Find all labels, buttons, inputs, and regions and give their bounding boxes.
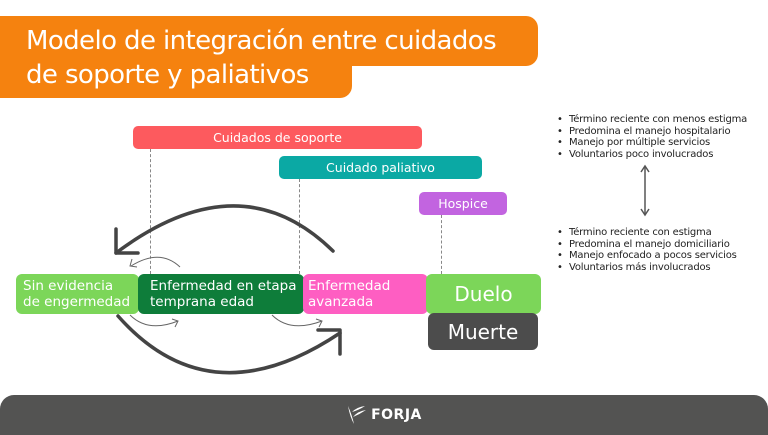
leaf-logo-icon [348,406,367,424]
page-title: Modelo de integración entre cuidados de … [26,24,497,92]
stage-label-line1: Sin evidencia [23,278,114,294]
bar-cuidado-paliativo: Cuidado paliativo [279,156,482,179]
title-line-2: de soporte y paliativos [26,60,309,90]
brand-name: FORJA [371,407,422,423]
stage-label-line1: Enfermedad [308,278,391,294]
stage-label-line2: temprana edad [150,294,254,310]
stage-muerte: Muerte [428,313,538,350]
note-item: Predomina el manejo domiciliario [557,239,737,251]
title-banner [0,16,538,66]
stage-duelo: Duelo [426,274,541,314]
note-item: Predomina el manejo hospitalario [557,126,747,138]
title-banner-tab [0,60,352,98]
notes-bottom-list: Término reciente con estigma Predomina e… [557,227,737,273]
guide-line-hospice [441,215,442,274]
footer: FORJA [0,395,768,435]
guide-line-soporte [150,149,151,274]
notes-top-list: Término reciente con menos estigma Predo… [557,114,747,160]
stage-label-line1: Enfermedad en etapa [150,278,297,294]
note-item: Voluntarios poco involucrados [557,149,747,161]
bar-hospice: Hospice [419,192,507,215]
stage-label-line2: de engermedad [23,294,131,310]
stage-label-line2: avanzada [308,294,374,310]
bar-cuidados-de-soporte: Cuidados de soporte [133,126,422,149]
note-item: Manejo por múltiple servicios [557,137,747,149]
note-item: Término reciente con menos estigma [557,114,747,126]
title-line-1: Modelo de integración entre cuidados [26,26,497,56]
note-item: Voluntarios más involucrados [557,262,737,274]
note-item: Término reciente con estigma [557,227,737,239]
note-item: Manejo enfocado a pocos servicios [557,250,737,262]
brand-logo: FORJA [346,405,422,425]
